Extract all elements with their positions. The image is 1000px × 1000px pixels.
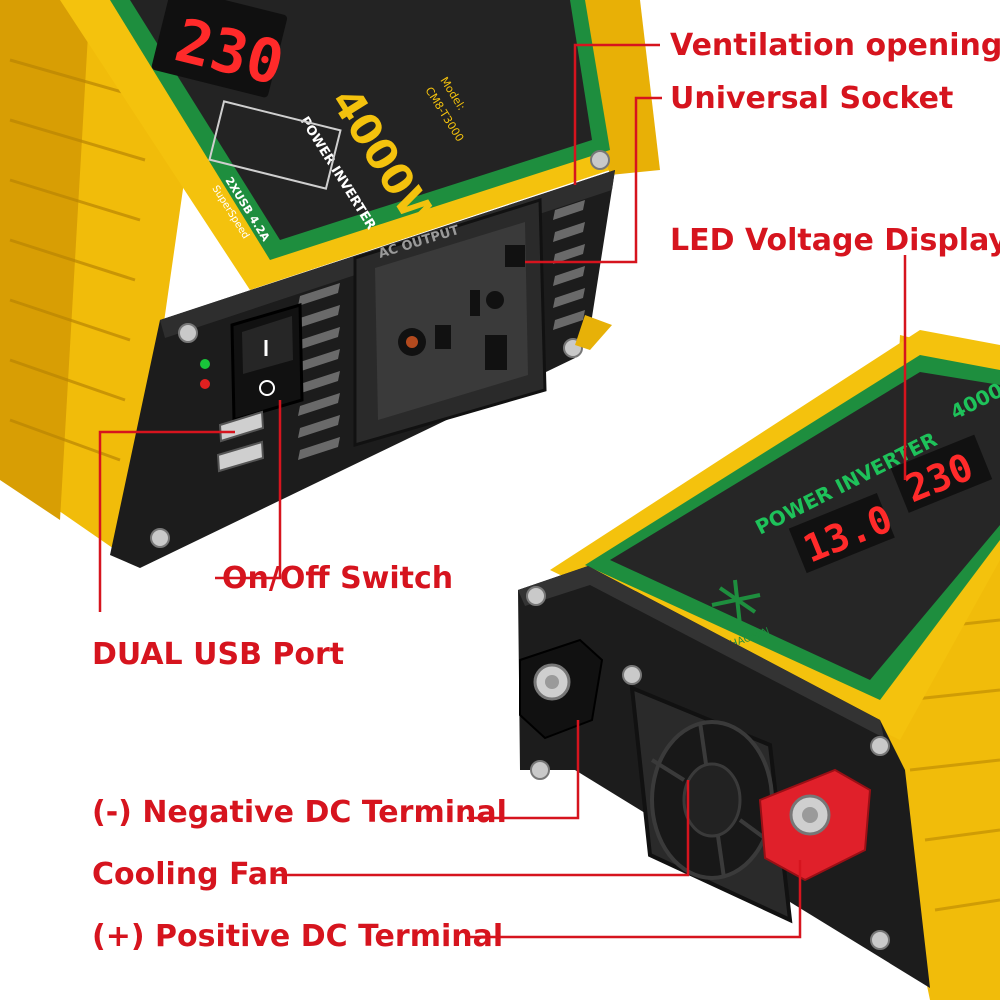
output-display-icon xyxy=(890,434,993,513)
usb-port-icon-2 xyxy=(216,440,265,473)
callout-negative: (-) Negative DC Terminal xyxy=(92,795,507,830)
leader-negative xyxy=(467,720,580,820)
callout-ventilation: Ventilation opening xyxy=(670,28,1000,63)
leader-ventilation xyxy=(573,43,660,185)
leader-switch xyxy=(215,400,282,580)
inverter-bottom: POWER INVERTER 4000 13.0 230 CHAOMIN xyxy=(518,330,1000,1000)
inverter-icon xyxy=(208,100,342,190)
housing-shade-top xyxy=(0,0,90,520)
callout-switch: On/Off Switch xyxy=(222,561,454,596)
leader-positive xyxy=(470,860,802,939)
vent-slots-left xyxy=(298,283,340,460)
leader-usb xyxy=(98,430,235,612)
red-led-icon xyxy=(200,379,210,389)
input-display-icon xyxy=(788,492,895,574)
vent-slots-right xyxy=(553,200,585,330)
leader-lines xyxy=(98,43,907,939)
leader-socket xyxy=(525,96,662,264)
screw-icon-4 xyxy=(150,528,170,548)
callout-led-display: LED Voltage Display xyxy=(670,223,1000,258)
led-display-icon xyxy=(151,0,288,98)
callout-fan: Cooling Fan xyxy=(92,857,290,892)
screw-icon-2 xyxy=(178,323,198,343)
callout-socket: Universal Socket xyxy=(670,81,954,116)
callout-usb: DUAL USB Port xyxy=(92,637,345,672)
callout-positive: (+) Positive DC Terminal xyxy=(92,919,504,954)
leader-fan xyxy=(275,780,690,877)
green-led-icon xyxy=(200,359,210,369)
screw-icon xyxy=(590,150,610,170)
usb-port-icon xyxy=(218,410,265,443)
